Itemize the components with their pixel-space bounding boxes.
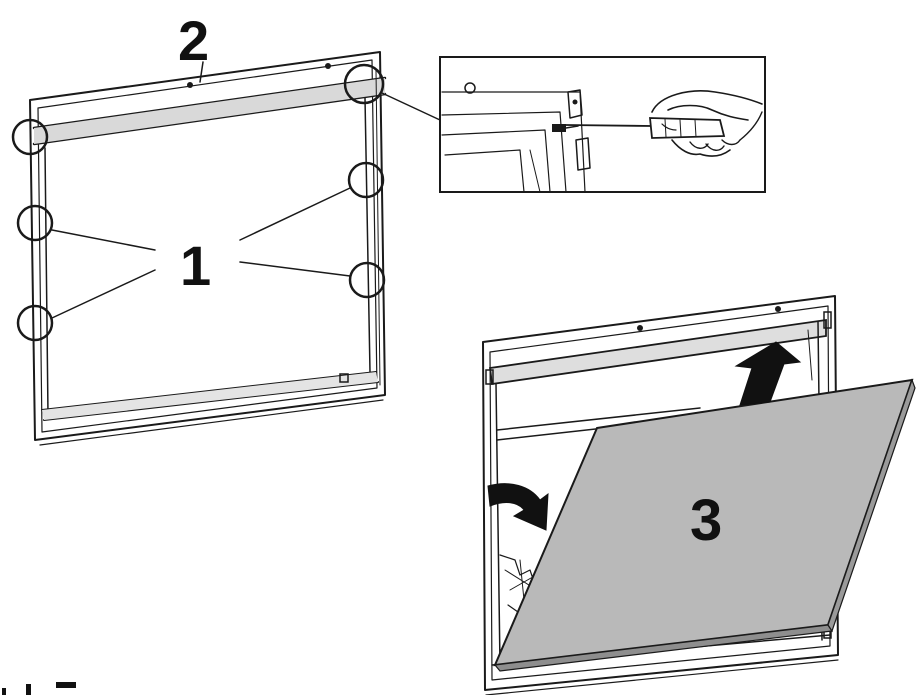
glass-panel: 3: [493, 378, 916, 672]
zoom-inset: [439, 56, 766, 193]
callout-3: 3: [690, 488, 722, 553]
hand-icon: [651, 90, 763, 157]
hinge-circle: [16, 304, 54, 342]
hinge-circle: [11, 118, 49, 156]
callout-1-leaders: [51, 187, 351, 319]
callout-1: 1: [180, 234, 211, 297]
hinge-circle: [347, 161, 385, 199]
screwdriver-icon: [565, 117, 726, 139]
lift-arrow-icon: [734, 341, 802, 406]
hinge-circle: [16, 204, 54, 242]
hinge-circle: [348, 261, 386, 299]
screw-icon: [552, 124, 579, 132]
callout-2: 2: [178, 9, 209, 72]
rotate-arrow-icon: [487, 483, 549, 531]
hinge-circle: [343, 63, 385, 105]
door-frame-left: 1 2: [11, 9, 441, 446]
cropped-caption-fragment: [2, 682, 76, 695]
top-trim: [32, 63, 387, 146]
